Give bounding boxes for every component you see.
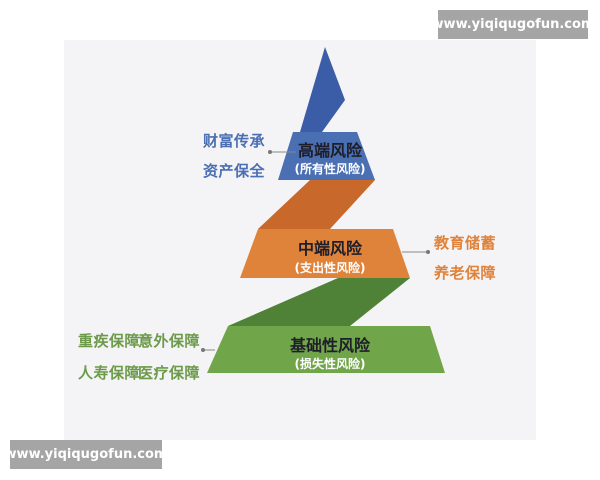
base-tier-pointer-dot xyxy=(201,348,205,352)
high-tier-subtitle: (所有性风险) xyxy=(294,162,366,176)
base-tier-subtitle: (损失性风险) xyxy=(294,357,366,371)
mid-tier-pointer-dot xyxy=(426,250,430,254)
high-tier-label-2: 资产保全 xyxy=(203,162,266,180)
base-tier-label-3: 人寿保障 xyxy=(78,364,141,382)
base-tier-title: 基础性风险 xyxy=(289,336,370,355)
high-tier-pointer-dot xyxy=(268,150,272,154)
watermark-bottom: www.yiqiqugofun.com xyxy=(5,440,167,469)
mid-tier-connector xyxy=(258,180,375,229)
watermark-top: www.yiqiqugofun.com xyxy=(432,10,594,39)
base-tier-label-2: 意外保障 xyxy=(138,332,201,350)
mid-tier-label-2: 养老保障 xyxy=(434,264,497,282)
high-tier-label-1: 财富传承 xyxy=(203,132,266,150)
base-tier-connector xyxy=(228,278,410,326)
high-tier-spike xyxy=(300,47,345,132)
high-tier-title: 高端风险 xyxy=(297,141,362,160)
base-tier-label-1: 重疾保障 xyxy=(78,332,141,350)
mid-tier-subtitle: (支出性风险) xyxy=(294,261,366,275)
mid-tier-label-1: 教育储蓄 xyxy=(434,234,497,252)
base-tier-block xyxy=(207,326,445,373)
mid-tier-title: 中端风险 xyxy=(297,239,362,258)
high-tier-block xyxy=(278,132,375,180)
mid-tier-block xyxy=(240,229,410,278)
base-tier-label-4: 医疗保障 xyxy=(138,364,201,382)
